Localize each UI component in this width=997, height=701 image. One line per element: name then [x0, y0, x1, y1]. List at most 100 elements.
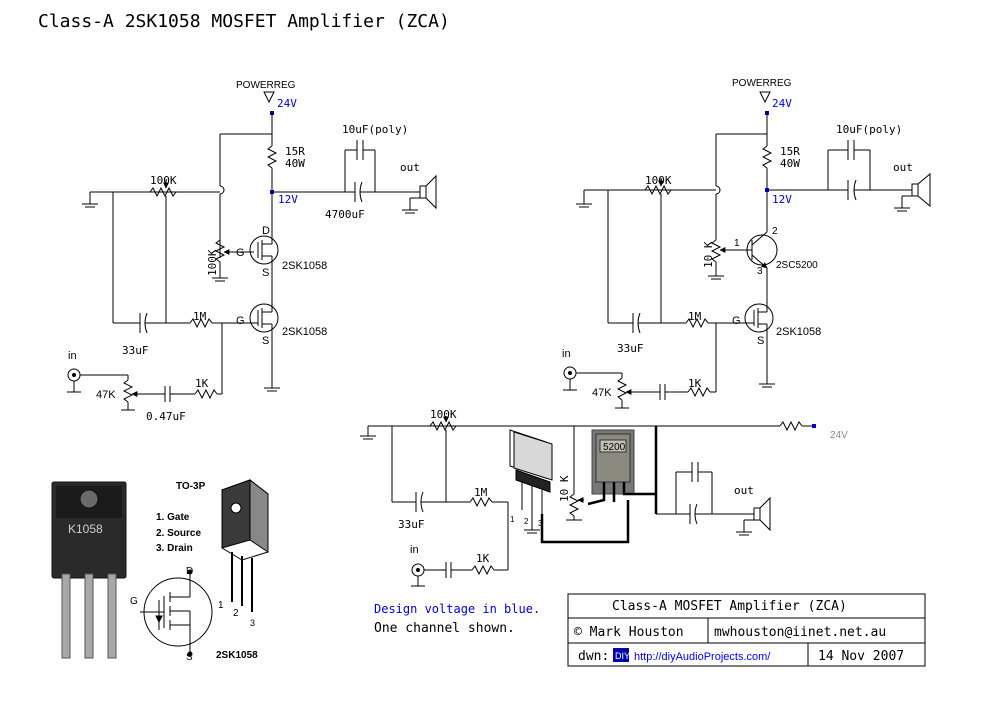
wiring-trim-pot-label: 10 K	[558, 475, 571, 502]
package-part-name: 2SK1058	[216, 650, 258, 661]
right-base-pot-label: 10 K	[702, 241, 715, 268]
page-title: Class-A 2SK1058 MOSFET Amplifier (ZCA)	[38, 11, 450, 32]
package-pin3-name: 3. Drain	[156, 543, 193, 554]
package-type-label: TO-3P	[176, 481, 206, 492]
package-pin1-number: 1	[218, 600, 224, 611]
right-pin1-label: 1	[734, 238, 740, 249]
right-poly-cap-label: 10uF(poly)	[836, 123, 902, 136]
package-labels: TO-3P 1. Gate 2. Source 3. Drain D G S 1…	[130, 481, 258, 663]
left-047uf-label: 0.47uF	[146, 410, 186, 423]
wiring-pin3-label: 3	[538, 519, 543, 528]
left-s-label-upper: S	[262, 267, 269, 279]
left-g-label-upper: G	[236, 247, 245, 259]
right-bjt-name-label: 2SC5200	[776, 260, 818, 271]
package-g-label: G	[130, 596, 138, 607]
speaker-icon-right	[917, 172, 931, 208]
wiring-1m-label: 1M	[474, 486, 488, 499]
right-powerreg-label: POWERREG	[732, 78, 792, 89]
wiring-diagram	[360, 416, 816, 587]
wiring-pin2-label: 2	[524, 517, 529, 526]
title-block-text: Class-A MOSFET Amplifier (ZCA) © Mark Ho…	[574, 599, 904, 664]
left-4700uf-label: 4700uF	[325, 208, 365, 221]
right-schematic	[563, 91, 931, 409]
wiring-out-label: out	[734, 484, 754, 497]
upper-mosfet-icon	[249, 235, 279, 265]
left-s-label-lower: S	[262, 335, 269, 347]
wiring-33uf-label: 33uF	[398, 518, 425, 531]
right-1m-label: 1M	[688, 310, 702, 323]
resistor-15r	[266, 145, 278, 169]
left-labels: POWERREG 24V 15R 40W 10uF(poly) out 4700…	[68, 80, 420, 423]
left-12v-label: 12V	[278, 193, 298, 206]
right-33uf-label: 33uF	[617, 342, 644, 355]
wiring-speaker-icon	[759, 496, 771, 532]
left-schematic	[67, 91, 437, 411]
package-photo: K1058	[51, 481, 127, 659]
right-s-label: S	[757, 335, 764, 347]
package-drawing	[221, 478, 269, 612]
right-bias-pot-label: 100K	[645, 174, 672, 187]
left-g-label-lower: G	[236, 315, 245, 327]
diy-badge: DIY	[615, 651, 630, 661]
right-pin2-label: 2	[772, 226, 778, 237]
mosfet-symbol	[140, 569, 213, 657]
right-12v-label: 12V	[772, 193, 792, 206]
wiring-in-label: in	[410, 544, 419, 556]
title-block-date: 14 Nov 2007	[818, 649, 904, 664]
left-1m-label: 1M	[193, 310, 207, 323]
power-symbol-icon	[263, 91, 275, 104]
left-out-label: out	[400, 161, 420, 174]
package-pin1-name: 1. Gate	[156, 512, 190, 523]
left-47k-label: 47K	[96, 389, 116, 401]
diy-url-link[interactable]: http://diyAudioProjects.com/	[634, 651, 771, 663]
package-pin2-name: 2. Source	[156, 528, 201, 539]
left-gate-pot-label: 100K	[206, 249, 219, 276]
right-1k-label: 1K	[688, 377, 702, 390]
wiring-1k-label: 1K	[476, 552, 490, 565]
power-symbol-icon-right	[759, 91, 771, 104]
lower-mosfet-icon	[249, 303, 279, 333]
left-powerreg-label: POWERREG	[236, 80, 296, 91]
package-pin3-number: 3	[250, 618, 255, 628]
design-voltage-note: Design voltage in blue.	[374, 602, 540, 616]
title-block-author: © Mark Houston	[574, 625, 684, 640]
wiring-24v-label: 24V	[830, 430, 848, 441]
wiring-bias-pot-label: 100K	[430, 408, 457, 421]
package-s-label: S	[186, 652, 193, 663]
left-d-label: D	[262, 225, 270, 237]
left-40w-label: 40W	[285, 157, 305, 170]
wiring-labels: 100K 24V 5200 10 K out 1M 33uF in 1K 1 2…	[398, 408, 848, 565]
right-labels: POWERREG 24V 15R 40W 10uF(poly) out 12V …	[562, 78, 913, 399]
left-lower-transistor-label: 2SK1058	[282, 326, 327, 338]
left-33uf-label: 33uF	[122, 344, 149, 357]
left-24v-label: 24V	[277, 97, 297, 110]
title-block	[567, 593, 926, 667]
speaker-icon	[425, 174, 437, 210]
left-upper-transistor-label: 2SK1058	[282, 260, 327, 272]
right-15r-label: 15R	[780, 145, 800, 158]
wiring-bjt-marking: 5200	[603, 442, 626, 453]
title-block-title: Class-A MOSFET Amplifier (ZCA)	[612, 599, 847, 614]
right-g-label: G	[732, 315, 741, 327]
right-out-label: out	[893, 161, 913, 174]
wiring-pin1-label: 1	[510, 515, 515, 524]
right-pin3-label: 3	[757, 266, 763, 277]
channel-note: One channel shown.	[374, 621, 515, 636]
package-pin2-number: 2	[233, 608, 239, 619]
package-d-label: D	[186, 566, 193, 577]
title-block-email: mwhouston@iinet.net.au	[714, 625, 886, 640]
left-1k-label: 1K	[195, 377, 209, 390]
left-15r-label: 15R	[285, 145, 305, 158]
left-bias-pot-label: 100K	[150, 174, 177, 187]
right-47k-label: 47K	[592, 387, 612, 399]
right-24v-label: 24V	[772, 97, 792, 110]
right-lower-transistor-label: 2SK1058	[776, 326, 821, 338]
right-40w-label: 40W	[780, 157, 800, 170]
title-block-dwn-label: dwn:	[578, 649, 609, 664]
right-mosfet-icon	[744, 303, 774, 333]
package-part-marking: K1058	[68, 522, 103, 536]
right-in-label: in	[562, 348, 571, 360]
left-in-label: in	[68, 350, 77, 362]
left-poly-cap-label: 10uF(poly)	[342, 123, 408, 136]
